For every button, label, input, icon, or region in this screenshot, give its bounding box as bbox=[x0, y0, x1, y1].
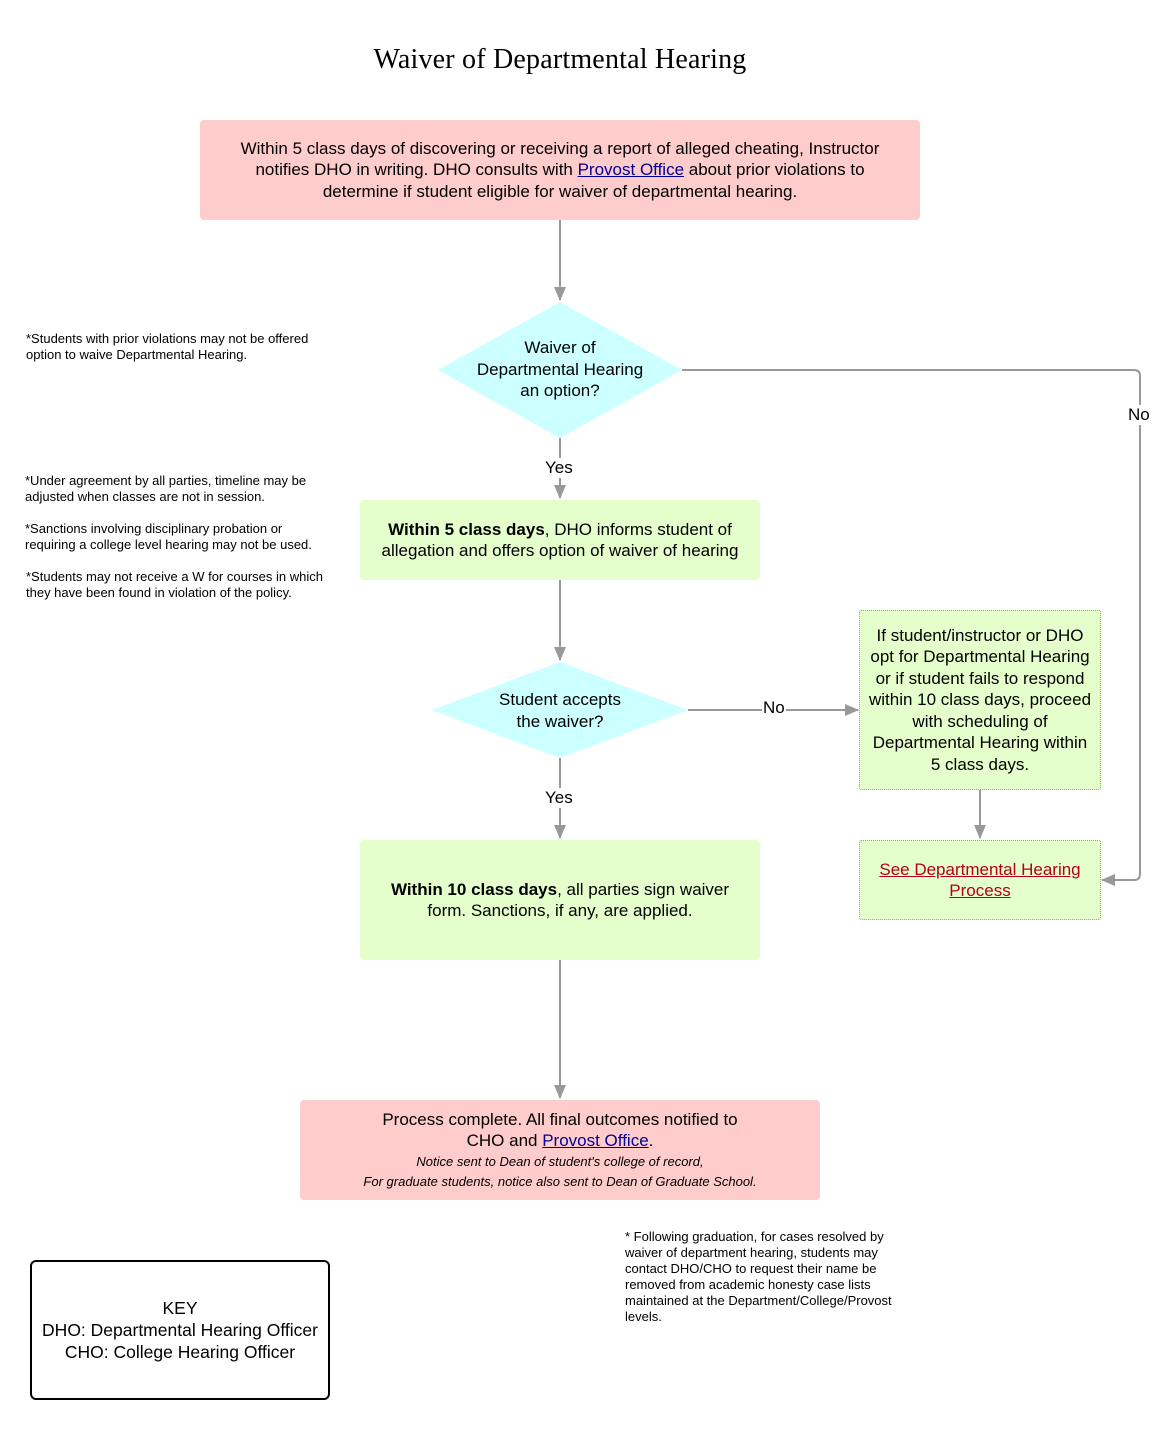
provost-office-link-2[interactable]: Provost Office bbox=[542, 1131, 649, 1150]
note-timeline-agreement: *Under agreement by all parties, timelin… bbox=[25, 473, 307, 504]
decision2-no-label: No bbox=[762, 698, 786, 718]
provost-office-link[interactable]: Provost Office bbox=[577, 160, 685, 180]
decision-diamond-waiver-option bbox=[438, 302, 682, 438]
start-step-text-end: about prior violations to determine if s… bbox=[322, 160, 865, 201]
decision1-yes-label: Yes bbox=[544, 458, 574, 478]
decision1-line3: an option? bbox=[520, 381, 600, 400]
key-legend: KEY DHO: Departmental Hearing Officer CH… bbox=[30, 1260, 330, 1400]
end-note-graduate: For graduate students, notice also sent … bbox=[363, 1173, 757, 1189]
departmental-hearing-alt-box: If student/instructor or DHO opt for Dep… bbox=[859, 610, 1101, 790]
start-step-text: Within 5 class days of discovering or re… bbox=[240, 138, 880, 180]
see-departmental-hearing-link[interactable]: See Departmental Hearing Process bbox=[879, 859, 1081, 901]
decision-waiver-option-text: Waiver of Departmental Hearing an option… bbox=[450, 337, 670, 402]
alt-box-text: If student/instructor or DHO opt for Dep… bbox=[868, 625, 1092, 774]
note-prior-violations: *Students with prior violations may not … bbox=[26, 331, 309, 362]
note-graduation: * Following graduation, for cases resolv… bbox=[625, 1229, 892, 1324]
decision2-yes-label: Yes bbox=[544, 788, 574, 808]
key-title: KEY bbox=[162, 1298, 198, 1318]
arrow-decision1-no bbox=[682, 369, 1141, 886]
decision2-line1: Student accepts bbox=[499, 690, 621, 709]
end-line1: Process complete. All final outcomes not… bbox=[382, 1109, 738, 1129]
step2-deadline: Within 10 class days bbox=[390, 879, 558, 899]
step2-text: , all parties sign waiver form. Sanction… bbox=[427, 879, 730, 921]
see-departmental-hearing-box: See Departmental Hearing Process bbox=[859, 840, 1101, 920]
step1-text: , DHO informs student of allegation and … bbox=[381, 519, 739, 561]
decision-accepts-text: Student accepts the waiver? bbox=[450, 689, 670, 732]
end-line2-text: CHO and bbox=[466, 1131, 543, 1150]
decision-diamond-accepts bbox=[432, 662, 688, 758]
step-sign-waiver-box: Within 10 class days, all parties sign w… bbox=[360, 840, 760, 960]
process-complete-box: Process complete. All final outcomes not… bbox=[300, 1100, 820, 1200]
decision2-line2: the waiver? bbox=[516, 711, 604, 731]
decision1-line2: Departmental Hearing bbox=[476, 359, 644, 379]
step-inform-student-box: Within 5 class days, DHO informs student… bbox=[360, 500, 760, 580]
decision1-no-label: No bbox=[1127, 405, 1151, 425]
page-title: Waiver of Departmental Hearing bbox=[373, 44, 747, 75]
decision1-line1: Waiver of bbox=[524, 338, 596, 357]
key-dho: DHO: Departmental Hearing Officer bbox=[42, 1320, 318, 1340]
step1-deadline: Within 5 class days bbox=[388, 519, 545, 539]
start-step-box: Within 5 class days of discovering or re… bbox=[200, 120, 920, 220]
key-cho: CHO: College Hearing Officer bbox=[64, 1342, 296, 1362]
end-line2-period: . bbox=[648, 1131, 654, 1150]
note-w-grade: *Students may not receive a W for course… bbox=[26, 569, 323, 600]
end-note-dean: Notice sent to Dean of student's college… bbox=[416, 1153, 704, 1169]
note-sanctions: *Sanctions involving disciplinary probat… bbox=[25, 521, 312, 552]
